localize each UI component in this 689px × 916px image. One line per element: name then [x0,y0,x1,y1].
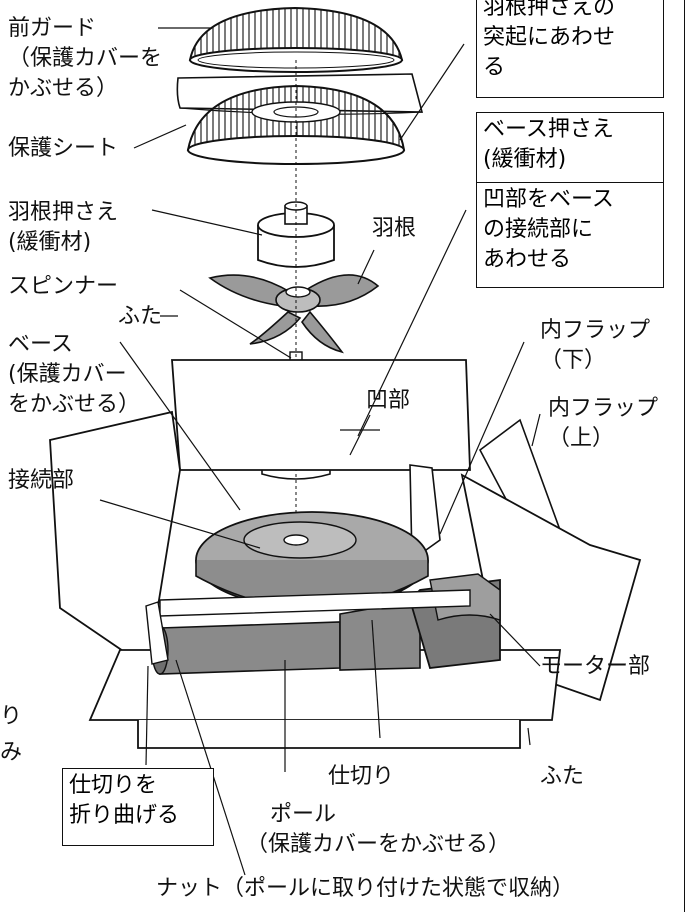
label-base: ベース (保護カバー をかぶせる） [8,332,141,417]
label-pole: ポール （保護カバーをかぶせる） [246,802,511,857]
label-left-cut-1: り [0,704,23,729]
callout-fold-partition: 仕切りを 折り曲げる [62,768,214,846]
leader-lines [99,27,541,876]
blade-illustration [208,274,380,354]
label-protective-sheet: 保護シート [8,136,119,161]
label-motor: モーター部 [540,654,651,679]
label-inner-flap-lower: 内フラップ （下） [540,318,651,373]
label-partition: 仕切り [328,764,395,789]
label-lid-bottom: ふた [540,764,585,789]
front-guard-illustration [188,6,404,73]
frame-edge [683,0,685,912]
callout-base-retainer: ベース押さえ (緩衝材) [476,112,664,184]
callout-align-recess: 凹部をベース の接続部に あわせる [476,182,664,288]
label-nut: ナット（ポールに取り付けた状態で収納） [156,876,575,901]
label-inner-flap-upper: 内フラップ （上） [548,396,659,451]
carton-illustration [49,359,642,749]
label-front-guard: 前ガード （保護カバーを かぶせる） [8,16,163,101]
label-spinner: スピンナー [8,274,119,299]
label-lid-top: ふた [118,304,163,329]
label-blade: 羽根 [372,216,417,241]
label-recess: 凹部 [366,388,411,413]
label-left-cut-2: み [0,740,23,765]
callout-align-protrusion: 羽根押さえの 突起にあわせ る [476,0,664,98]
label-connection: 接続部 [8,468,75,493]
label-blade-retainer: 羽根押さえ (緩衝材) [8,200,119,255]
